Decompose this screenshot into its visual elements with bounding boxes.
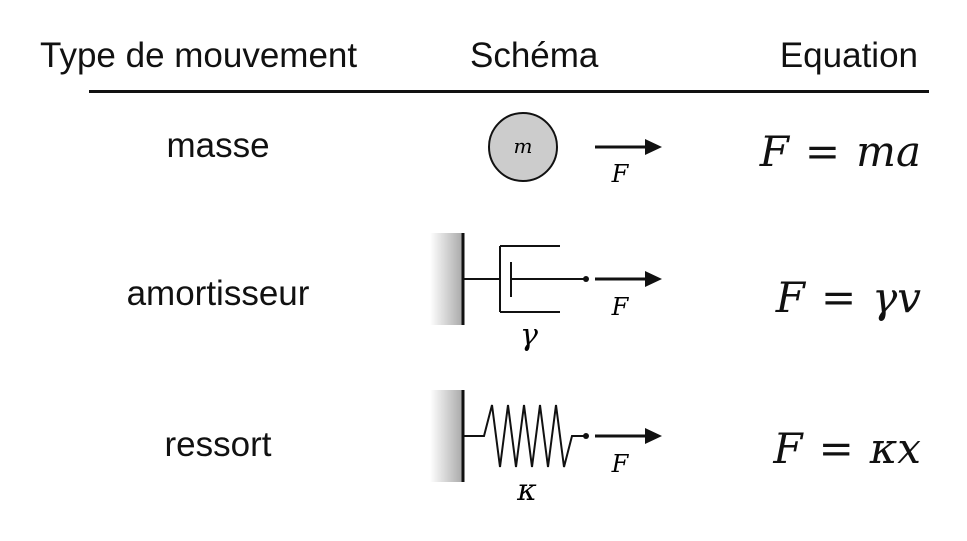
spring-coil xyxy=(463,404,585,468)
damper-force-symbol: F xyxy=(611,293,630,321)
equation-mass: F = ma xyxy=(760,126,921,178)
damper-schema: F γ xyxy=(430,233,662,353)
equation-equals: = xyxy=(804,127,841,176)
damper-wall xyxy=(430,233,463,325)
equation-spring: F = κx xyxy=(773,423,921,475)
equation-equals: = xyxy=(820,273,857,322)
damper-force-arrowhead xyxy=(645,271,662,287)
row-label-spring: ressort xyxy=(164,425,272,464)
equation-lhs: F xyxy=(775,273,805,322)
equation-rhs: γv xyxy=(872,273,921,322)
equation-equals: = xyxy=(818,424,854,473)
spring-kappa-symbol: κ xyxy=(516,473,537,508)
equation-lhs: F xyxy=(773,424,803,473)
mass-force-arrowhead xyxy=(645,139,662,155)
mass-symbol: m xyxy=(514,134,533,158)
spring-force-arrowhead xyxy=(645,428,662,444)
equation-lhs: F xyxy=(759,127,789,176)
spring-wall xyxy=(430,390,463,482)
column-header-equation: Equation xyxy=(779,36,918,75)
header-rule xyxy=(89,90,929,93)
spring-endpoint xyxy=(583,433,589,439)
equation-damper: F = γv xyxy=(776,272,921,324)
column-header-schema: Schéma xyxy=(470,36,599,75)
equation-rhs: κx xyxy=(869,424,921,473)
spring-schema: F κ xyxy=(430,390,662,508)
mass-force-symbol: F xyxy=(611,160,630,188)
damper-gamma-symbol: γ xyxy=(520,318,538,353)
row-label-damper: amortisseur xyxy=(126,274,310,313)
mass-schema: m F xyxy=(488,112,662,188)
row-label-mass: masse xyxy=(166,126,270,165)
column-header-type: Type de mouvement xyxy=(40,36,358,75)
spring-force-symbol: F xyxy=(611,450,630,478)
damper-endpoint xyxy=(583,276,589,282)
equation-rhs: ma xyxy=(856,127,921,176)
mass-circle xyxy=(488,112,558,182)
